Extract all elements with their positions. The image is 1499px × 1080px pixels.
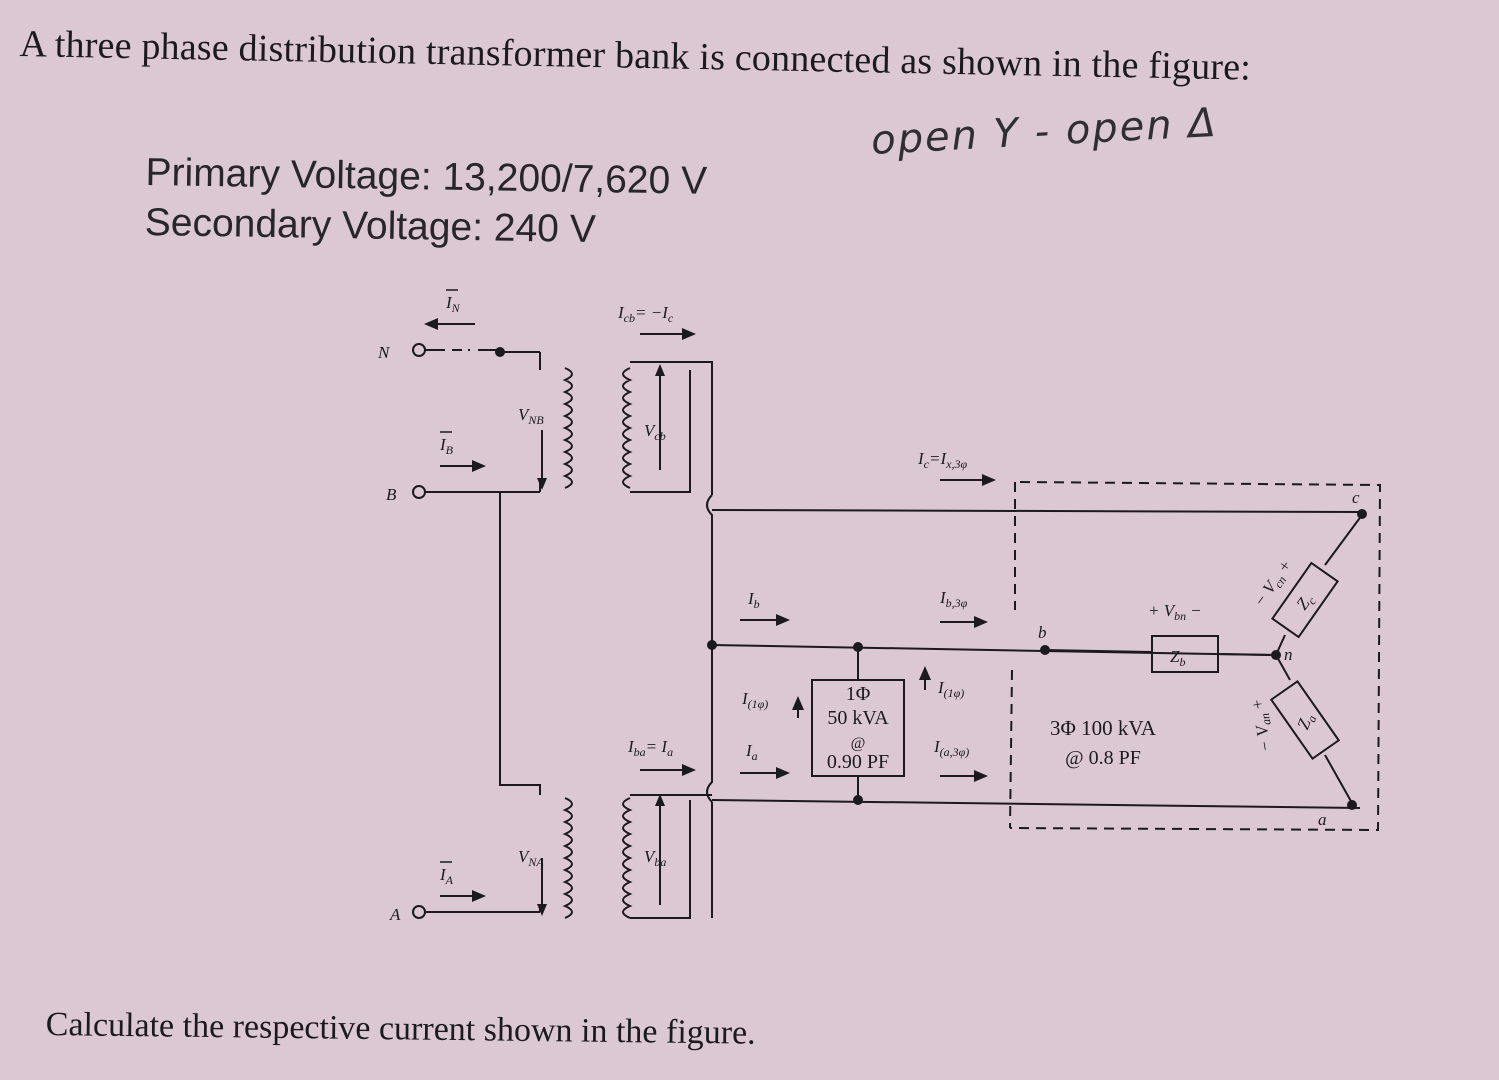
single-phase-load-box — [811, 679, 905, 777]
current-IA-label: IA — [439, 865, 454, 887]
load-1phase-line1: 1Φ — [846, 683, 871, 705]
impedance-zc-label: Zc — [1292, 590, 1319, 615]
impedance-za-label: Za — [1293, 711, 1319, 733]
voltage-Vbn-label: + Vbn− — [1148, 601, 1202, 623]
voltage-Van-label: − Van+ — [1247, 697, 1278, 754]
load-3phase-line1: 3Φ 100 kVA — [1050, 716, 1157, 740]
terminal-circles — [412, 343, 426, 919]
primary-coil-bottom — [562, 797, 573, 919]
current-Ib3-label: Ib,3φ — [939, 588, 968, 610]
junction-dots — [495, 347, 1367, 810]
current-Iba-label: Iba= Ia — [627, 737, 673, 759]
terminal-N-label: N — [377, 343, 391, 362]
current-Ia3-label: I(a,3φ) — [933, 737, 969, 759]
current-IB-label: IB — [439, 435, 454, 457]
impedance-zc — [1270, 561, 1340, 639]
voltage-VNB-label: VNB — [518, 405, 544, 427]
impedance-za — [1269, 679, 1341, 761]
primary-coil-top — [562, 367, 573, 489]
current-I1phi-left-label: I(1φ) — [741, 689, 768, 711]
current-Ic-label: Ic=Ix,3φ — [917, 449, 967, 471]
current-Icb-label: Icb= −Ic — [617, 303, 674, 325]
voltage-Vcb-label: Vcb — [644, 421, 666, 443]
node-n-label: n — [1284, 645, 1293, 664]
node-b-label: b — [1038, 623, 1047, 642]
secondary-coil-bottom — [622, 797, 633, 919]
current-IN-label: IN — [445, 293, 461, 315]
load-3phase-line2: @ 0.8 PF — [1065, 747, 1141, 769]
impedance-zb-label: Zb — [1170, 647, 1185, 669]
secondary-wiring — [630, 361, 1363, 919]
secondary-coil-top — [622, 367, 633, 489]
current-I1phi-right-label: I(1φ) — [937, 678, 964, 700]
current-Ia-label: Ia — [745, 741, 758, 763]
three-phase-load-boundary — [1009, 481, 1382, 832]
current-Ib-label: Ib — [747, 589, 760, 611]
voltage-VNA-label: VNA — [518, 847, 544, 869]
voltage-Vcn-label: − Vcn+ — [1250, 556, 1298, 612]
primary-wiring — [425, 349, 541, 913]
current-arrows — [424, 318, 996, 916]
load-1phase-line2: 50 kVA — [827, 707, 889, 729]
load-1phase-line4: 0.90 PF — [827, 751, 889, 773]
load-1phase-line3: @ — [851, 735, 866, 752]
terminal-B-label: B — [386, 485, 397, 504]
node-c-label: c — [1352, 488, 1360, 507]
node-a-label: a — [1318, 810, 1327, 829]
voltage-Vba-label: Vba — [644, 847, 666, 869]
terminal-A-label: A — [389, 905, 401, 924]
